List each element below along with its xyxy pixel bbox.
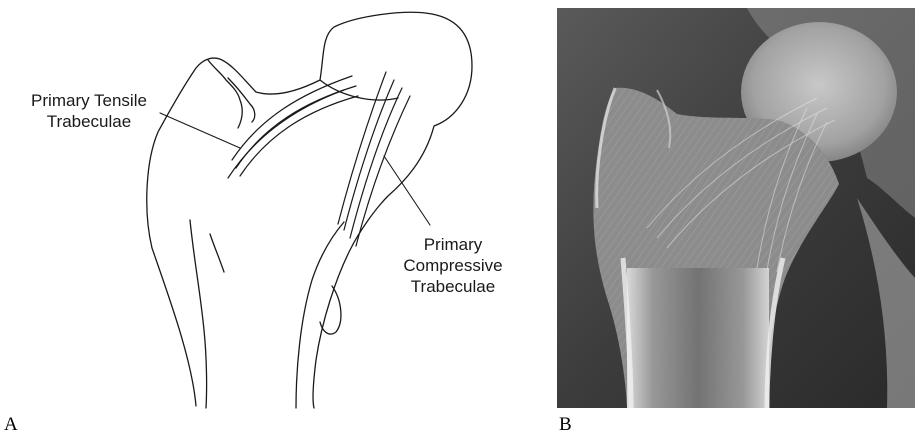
- femur-outline: [147, 12, 472, 408]
- compressive-label-line3: Trabeculae: [388, 276, 518, 297]
- panel-a-diagram: Primary Tensile Trabeculae Primary Compr…: [0, 0, 560, 437]
- compressive-label-line1: Primary: [388, 234, 518, 255]
- tensile-trabeculae-label: Primary Tensile Trabeculae: [4, 90, 174, 132]
- panel-a-letter: A: [4, 414, 18, 436]
- shaft-medial-line: [296, 222, 344, 408]
- femur-line-drawing: [0, 0, 560, 437]
- femur-xray-image: [557, 8, 915, 408]
- compressive-leader-line: [384, 156, 430, 225]
- panel-b-letter: B: [559, 414, 572, 436]
- compressive-trabeculae: [338, 72, 410, 246]
- tensile-label-line1: Primary Tensile: [4, 90, 174, 111]
- compressive-label-line2: Compressive: [388, 255, 518, 276]
- panel-b-radiograph: [557, 8, 915, 408]
- trochanter-notch: [208, 60, 242, 128]
- calcar-line: [210, 234, 224, 272]
- tensile-label-line2: Trabeculae: [4, 111, 174, 132]
- compressive-trabeculae-label: Primary Compressive Trabeculae: [388, 234, 518, 297]
